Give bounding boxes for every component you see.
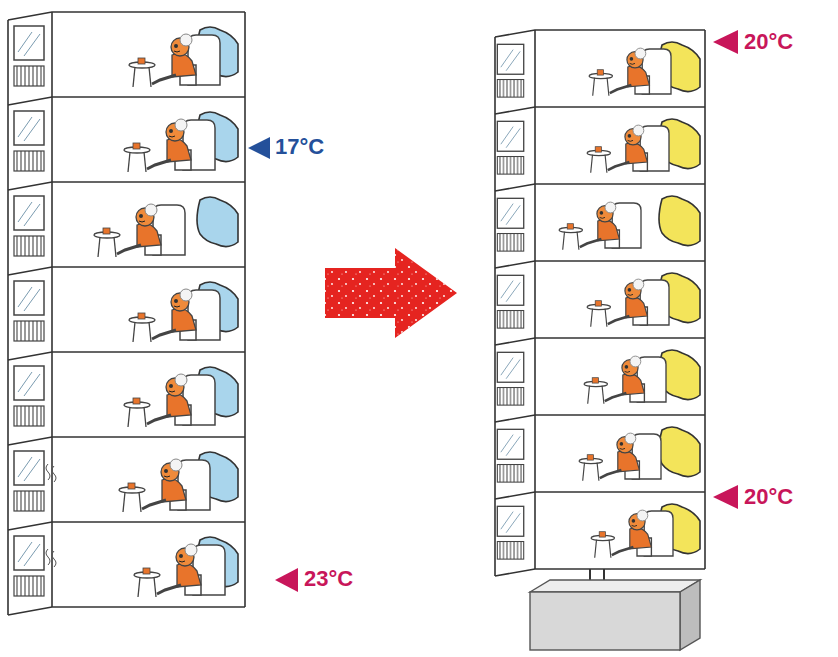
building-after bbox=[495, 30, 705, 584]
temperature-label: 23°C bbox=[304, 566, 353, 592]
heating-unit bbox=[530, 580, 700, 650]
pointer-triangle bbox=[713, 30, 738, 54]
temperature-label: 20°C bbox=[744, 29, 793, 55]
transition-arrow bbox=[325, 248, 457, 338]
pointer-triangle bbox=[275, 568, 298, 592]
temperature-label: 17°C bbox=[275, 134, 324, 160]
temperature-label: 20°C bbox=[744, 484, 793, 510]
pointer-triangle bbox=[713, 485, 738, 509]
pointer-triangle bbox=[248, 137, 270, 159]
building-before bbox=[8, 12, 245, 615]
